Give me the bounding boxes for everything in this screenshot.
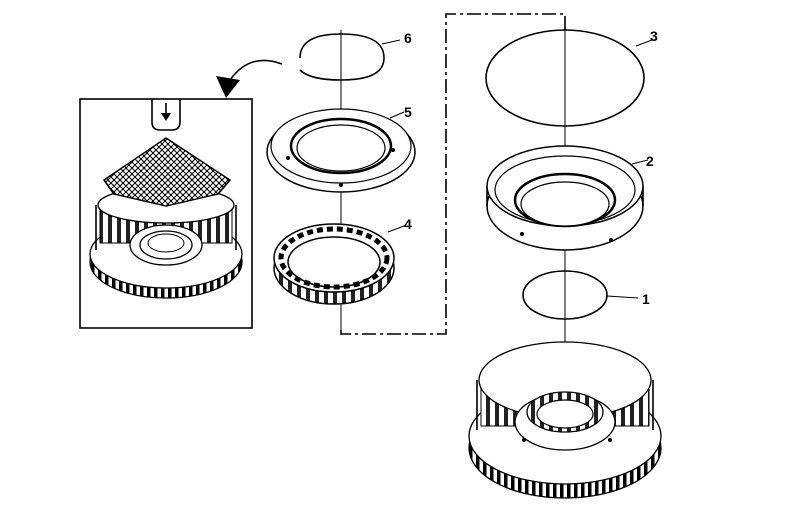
part-4-roller-clutch [273, 223, 405, 305]
callout-3: 3 [650, 28, 658, 44]
callout-2: 2 [646, 153, 654, 169]
part-6-snap-ring [299, 33, 401, 81]
callout-6: 6 [404, 30, 412, 46]
part-2-piston-housing [486, 145, 649, 251]
part-1-small-seal [522, 270, 639, 320]
callout-1: 1 [642, 291, 650, 307]
callout-4: 4 [404, 216, 412, 232]
curved-arrow-icon [216, 59, 283, 98]
part-5-plate [266, 108, 416, 193]
alignment-connector [340, 13, 566, 335]
inset-cone-tool [103, 137, 232, 207]
part-3-seal-ring [485, 29, 653, 127]
down-arrow-icon [151, 99, 181, 131]
detail-inset [79, 98, 253, 329]
callout-5: 5 [404, 104, 412, 120]
clutch-drum-housing [468, 341, 662, 499]
